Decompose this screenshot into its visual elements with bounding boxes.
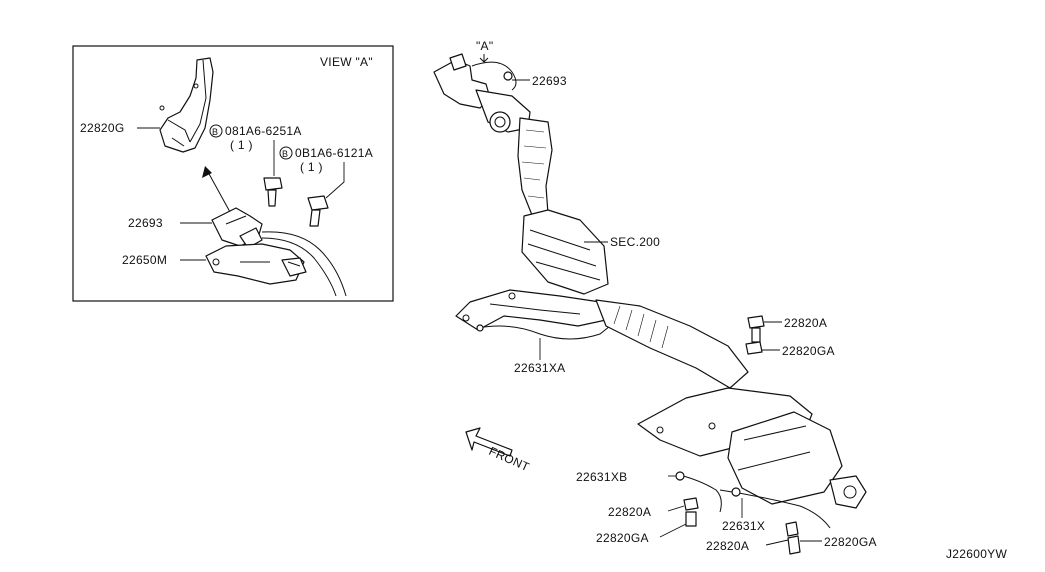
bolt-right-drawing — [745, 315, 765, 355]
label-22650m: 22650M — [122, 253, 167, 267]
bolt-marker-1 — [209, 124, 223, 138]
label-22820ga-left: 22820GA — [596, 531, 649, 545]
harness-22631xa — [477, 325, 611, 340]
harness-22631x — [675, 473, 722, 513]
label-bolt2-part: 0B1A6-6121A — [295, 146, 373, 160]
catalytic-converter — [521, 209, 609, 295]
top-sensor-cluster — [433, 53, 531, 133]
bolt2-drawing — [307, 162, 345, 227]
tailpipe — [829, 475, 867, 509]
label-22820g: 22820G — [80, 121, 125, 135]
bolt-marker-2-letter: B — [282, 149, 288, 159]
leader-22820a-bottom — [765, 539, 789, 546]
label-22820ga-bottom: 22820GA — [824, 535, 877, 549]
leader-22820ga-left — [659, 523, 687, 538]
label-bolt1-part: 081A6-6251A — [225, 124, 302, 138]
front-direction-indicator: FRONT — [465, 427, 532, 474]
view-a-arrow — [479, 54, 489, 64]
bolt-left-drawing — [683, 497, 699, 527]
bolt-marker-2 — [279, 146, 293, 160]
label-22820a-bottom: 22820A — [706, 539, 749, 553]
inset-view-a: VIEW "A" 22820G B 081A6-6251A ( 1 ) B 0B… — [72, 45, 394, 302]
downpipe — [517, 117, 553, 221]
view-a-marker: "A" — [476, 39, 493, 53]
sensor-22693-drawing — [211, 207, 347, 297]
bracket-22650m-drawing — [205, 243, 307, 285]
diagram-id: J22600YW — [946, 547, 1007, 561]
label-22693-top: 22693 — [532, 74, 567, 88]
label-22820ga-right: 22820GA — [782, 344, 835, 358]
label-bolt2-qty: ( 1 ) — [300, 160, 323, 174]
label-22631xa: 22631XA — [514, 361, 565, 375]
label-22820a-right: 22820A — [784, 316, 827, 330]
label-22631x: 22631X — [722, 519, 765, 533]
crossmember — [455, 289, 607, 331]
view-arrow-head — [202, 166, 212, 178]
bolt-marker-1-letter: B — [212, 127, 218, 137]
bracket-22820g-drawing — [159, 57, 214, 153]
label-22693-inset: 22693 — [128, 216, 163, 230]
label-22820a-left: 22820A — [608, 505, 651, 519]
label-22631xb: 22631XB — [576, 470, 627, 484]
leader-22820a-left — [667, 505, 685, 512]
bolt-bottom-drawing — [785, 521, 801, 555]
flex-pipe — [595, 299, 749, 389]
inset-frame — [72, 45, 394, 302]
main-exhaust-assembly: "A" 22693 SEC.200 22631XA — [433, 39, 877, 555]
label-sec200: SEC.200 — [610, 235, 660, 249]
view-arrow-shaft — [207, 171, 231, 213]
label-bolt1-qty: ( 1 ) — [230, 138, 253, 152]
inset-view-label: VIEW "A" — [320, 55, 373, 69]
bolt1-drawing — [263, 140, 283, 207]
